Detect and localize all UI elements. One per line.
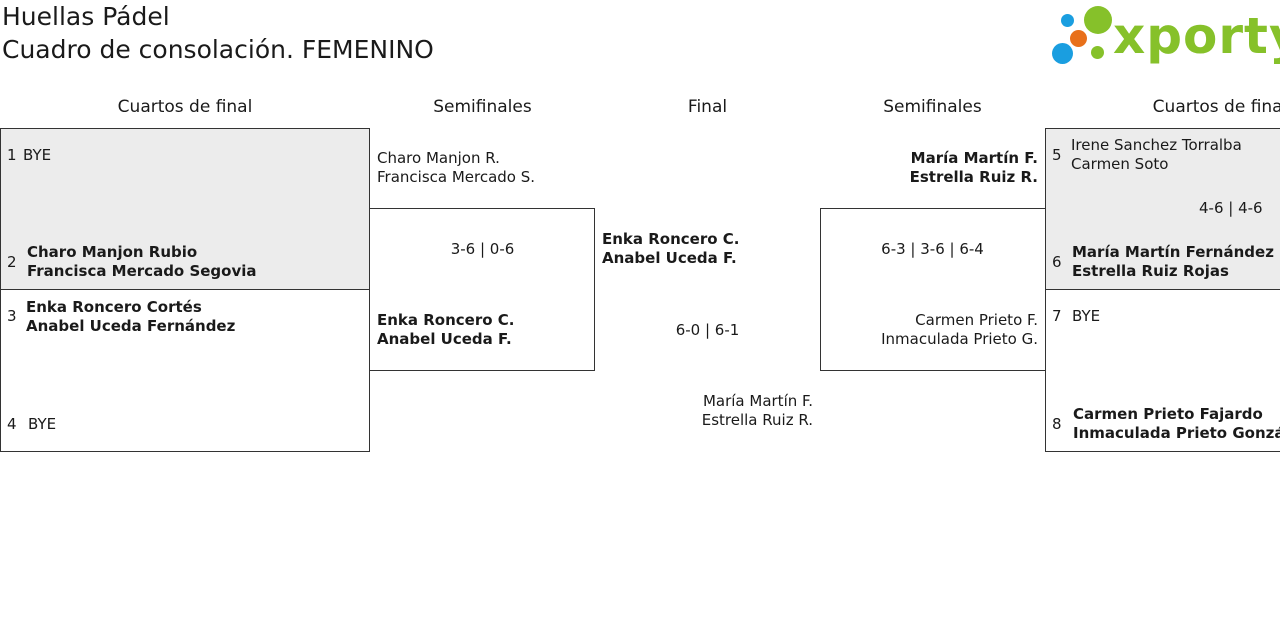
seed-number: 6 [1052, 253, 1062, 271]
finalist-player-2: Estrella Ruiz R. [701, 411, 813, 429]
left-semi-match [369, 208, 595, 371]
finalist-player-1: Enka Roncero C. [602, 230, 740, 248]
finalist-player-1: María Martín F. [702, 392, 813, 410]
team-name: BYE [28, 415, 57, 433]
seed-number: 7 [1052, 307, 1062, 325]
logo-dot-green [1084, 6, 1112, 34]
seed-number: 5 [1052, 146, 1062, 164]
team-player-1: Carmen Prieto F. [915, 311, 1038, 329]
team-name: BYE [1072, 307, 1101, 325]
team-player-1: Enka Roncero Cortés [26, 298, 202, 316]
logo-dot-blue [1052, 43, 1073, 64]
header-left-quarters: Cuartos de final [117, 97, 253, 117]
header-right-quarters: Cuartos de final [1152, 97, 1280, 117]
logo-text: xporty [1113, 7, 1280, 65]
logo-dot-green-small [1091, 46, 1104, 59]
team-player-1: Enka Roncero C. [377, 311, 515, 329]
draw-title: Cuadro de consolación. FEMENINO [2, 35, 434, 64]
logo-dot-orange [1070, 30, 1087, 47]
team-player-1: Charo Manjon R. [377, 149, 500, 167]
right-quarter-match-2 [1045, 289, 1280, 452]
team-player-2: Inmaculada Prieto G. [881, 330, 1038, 348]
seed-number: 8 [1052, 415, 1062, 433]
header-left-semis: Semifinales [433, 97, 532, 117]
team-player-1: Charo Manjon Rubio [27, 243, 198, 261]
logo-dot-blue-small [1061, 14, 1074, 27]
xporty-logo [1050, 2, 1280, 68]
match-score: 4-6 | 4-6 [1199, 199, 1263, 217]
team-name: BYE [23, 146, 52, 164]
team-player-1: María Martín F. [910, 149, 1038, 167]
team-player-2: Anabel Uceda F. [377, 330, 512, 348]
right-quarter-match-1 [1045, 128, 1280, 290]
seed-number: 2 [7, 253, 17, 271]
header-final: Final [687, 97, 728, 117]
team-player-1: Irene Sanchez Torralba [1071, 136, 1242, 154]
match-score: 3-6 | 0-6 [450, 240, 515, 258]
team-player-1: Carmen Prieto Fajardo [1073, 405, 1263, 423]
team-player-2: Carmen Soto [1071, 155, 1169, 173]
seed-number: 3 [7, 307, 17, 325]
team-player-2: Francisca Mercado S. [377, 168, 536, 186]
team-player-2: Estrella Ruiz Rojas [1072, 262, 1229, 280]
team-player-2: Francisca Mercado Segovia [27, 262, 257, 280]
seed-number: 1 [7, 146, 17, 164]
seed-number: 4 [7, 415, 17, 433]
header-right-semis: Semifinales [883, 97, 982, 117]
match-score: 6-3 | 3-6 | 6-4 [881, 240, 984, 258]
team-player-2: Inmaculada Prieto González [1073, 424, 1280, 442]
team-player-2: Anabel Uceda Fernández [26, 317, 236, 335]
team-player-1: María Martín Fernández [1072, 243, 1274, 261]
finalist-player-2: Anabel Uceda F. [602, 249, 737, 267]
final-score: 6-0 | 6-1 [675, 321, 740, 339]
club-title: Huellas Pádel [2, 2, 170, 31]
team-player-2: Estrella Ruiz R. [909, 168, 1038, 186]
